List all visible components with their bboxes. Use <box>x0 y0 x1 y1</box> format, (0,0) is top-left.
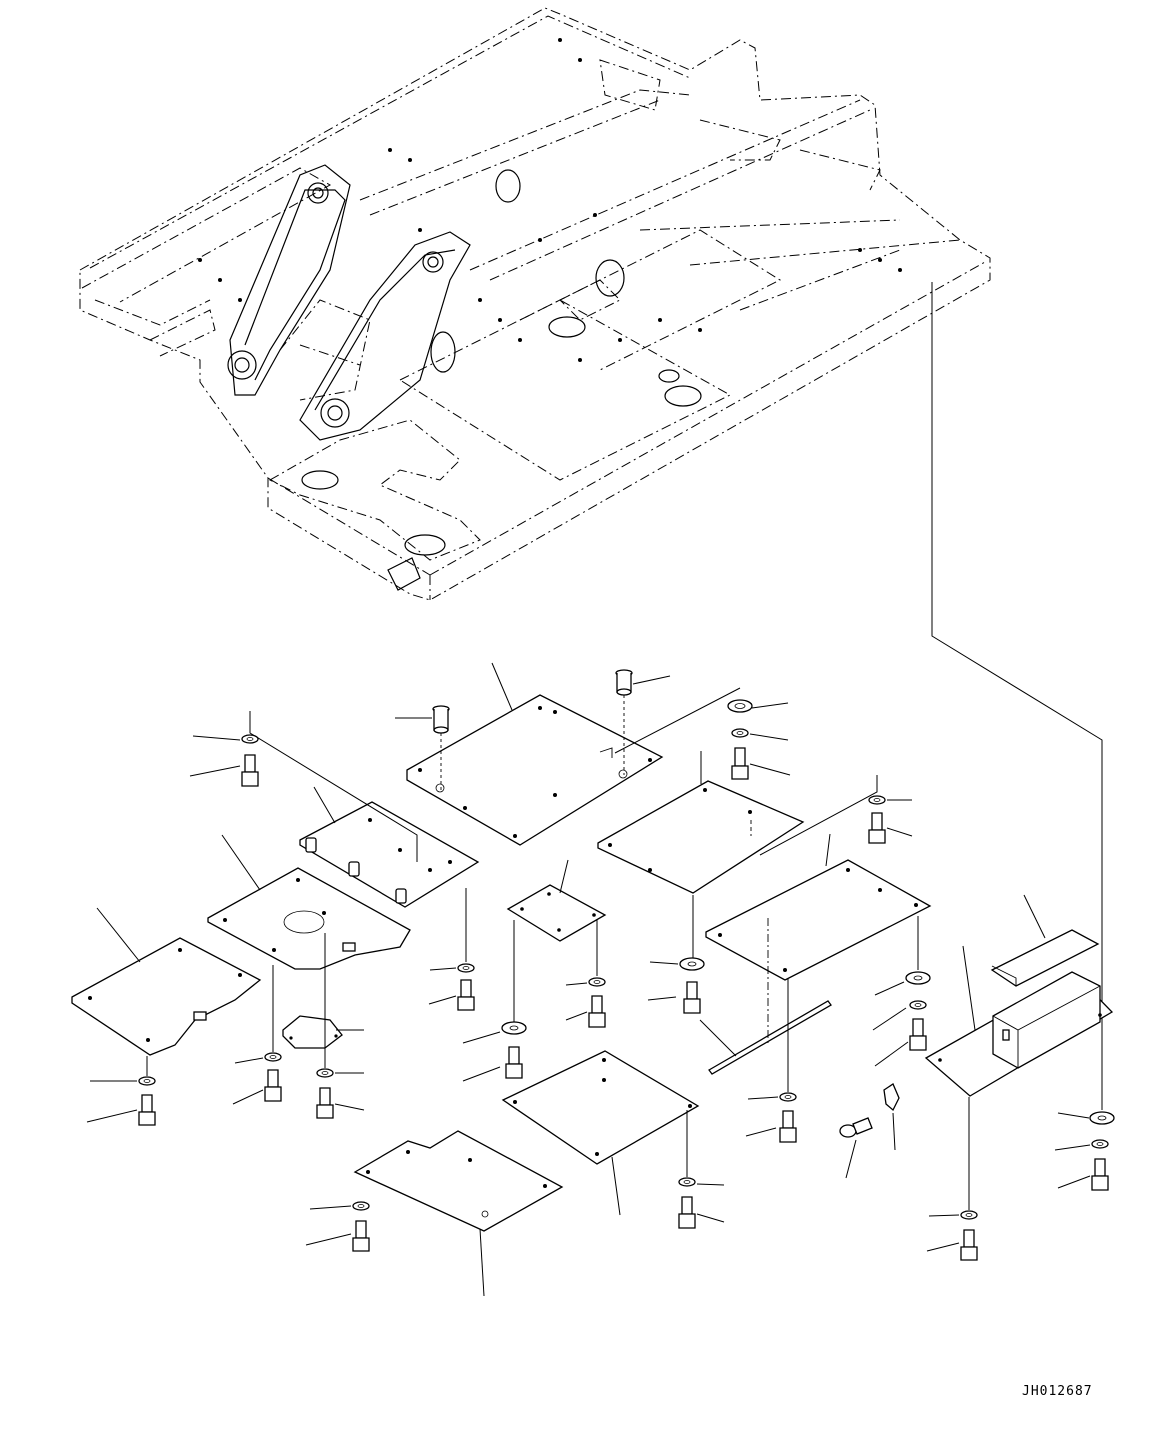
pin-left <box>395 705 450 790</box>
bolt-washer-stack-5 <box>565 920 606 1028</box>
bolt-washer-stack-7 <box>647 895 705 1014</box>
bolt-washer-stack-9 <box>745 918 797 1143</box>
drawing-number: JH012687 <box>1022 1384 1093 1399</box>
seal-strip <box>699 1000 832 1075</box>
bolt-washer-stack-12 <box>316 933 365 1119</box>
cover-plate-left-center <box>207 834 411 970</box>
bolt-washer-stack-1 <box>189 711 418 862</box>
cover-plate-far-left <box>71 907 262 1056</box>
fastener-set <box>86 669 1115 1261</box>
floor-cover-plates <box>71 662 1114 1297</box>
bolt-washer-stack-3 <box>759 775 913 856</box>
bolt-washer-stack-16 <box>1054 1111 1115 1191</box>
reference-leader-long <box>931 282 1103 1110</box>
cover-plate-right-long <box>705 833 932 981</box>
cover-plate-upper-left <box>299 786 480 908</box>
cover-plate-center-right <box>597 751 805 894</box>
tray-lid <box>990 894 1100 987</box>
bolt-washer-stack-11 <box>232 965 282 1105</box>
bolt-washer-stack-6 <box>462 920 527 1082</box>
bolt-washer-stack-10 <box>86 1056 156 1126</box>
bolt-washer-stack-15 <box>926 1097 978 1261</box>
cover-plate-top-center <box>406 662 664 846</box>
bolt-washer-stack-13 <box>678 1110 725 1229</box>
bolt-washer-stack-14 <box>305 1201 370 1252</box>
latch-and-bolt <box>839 1083 900 1179</box>
tray-box-assembly <box>924 945 1114 1097</box>
bolt-washer-stack-8 <box>872 916 931 1067</box>
revolving-frame-assembly <box>79 7 991 601</box>
bolt-washer-stack-2 <box>614 687 791 780</box>
cover-plate-bottom-left <box>353 1130 564 1297</box>
bolt-washer-stack-4 <box>428 888 475 1011</box>
cover-plate-small-square <box>506 859 607 942</box>
frame-bolt-holes <box>198 38 902 362</box>
cover-plate-center-bottom <box>501 1050 700 1216</box>
inspection-cover <box>282 1015 364 1049</box>
pin-right <box>615 669 671 775</box>
